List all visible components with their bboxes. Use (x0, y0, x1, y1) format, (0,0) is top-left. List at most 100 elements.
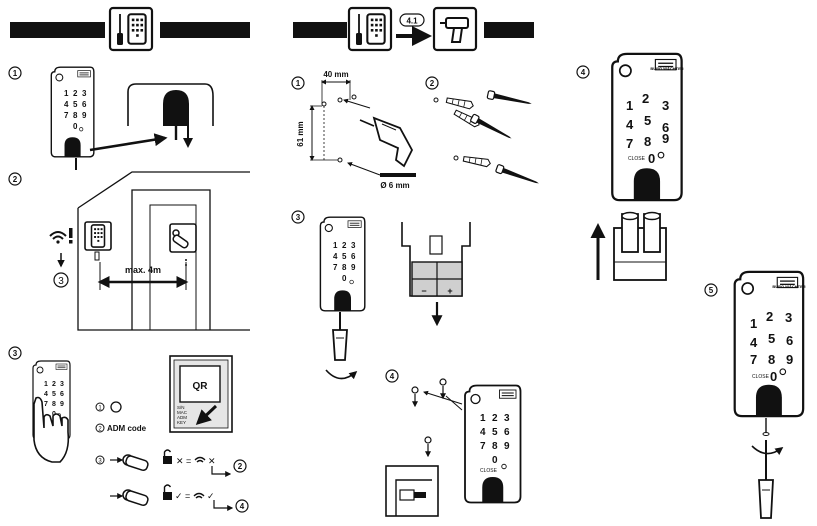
left-step-2: 2 3 max. 4m (8, 171, 250, 331)
header-middle: 4.1 (293, 6, 534, 52)
card-line: KEY (177, 420, 186, 425)
keypad-digit: 7 (480, 441, 486, 452)
keypad-digit: 6 (662, 120, 669, 135)
keypad-digit: 2 (52, 381, 56, 388)
keypad-digit: 1 (750, 316, 757, 331)
keypad-icon (127, 13, 147, 45)
height-label: 61 mm (296, 121, 305, 146)
keypad-digit: 9 (351, 263, 356, 272)
detail-inset (385, 465, 439, 517)
plus-icon: + (447, 286, 452, 296)
mid-step-2: 2 (425, 76, 542, 188)
step-number: 5 (709, 286, 714, 295)
keypad-icon (90, 223, 106, 249)
step-number: 3 (296, 213, 301, 222)
header-bar-left-2 (160, 22, 250, 38)
keypad-digit: 4 (480, 427, 486, 438)
keypad-digit: 7 (44, 401, 48, 408)
keypad-digit: 5 (342, 252, 347, 261)
keypad-digit: 3 (785, 310, 792, 325)
keypad-digit: 6 (786, 333, 793, 348)
step-ref: 2 (238, 462, 243, 471)
list-number: 3 (98, 459, 102, 465)
keypad-digit: 8 (768, 352, 775, 367)
step-number: 1 (13, 69, 18, 78)
keypad-digit: 0 (342, 274, 347, 283)
check-icon: ✓ = (175, 491, 190, 501)
lock-icon (172, 229, 189, 249)
cross-icon: ✕ (208, 456, 216, 466)
keypad-digit: 3 (82, 89, 87, 98)
keypad-digit: 5 (768, 331, 775, 346)
right-step-4: 4 BURG WÄCHTER 1 2 3 4 5 6 7 8 9 0 CLOSE (576, 52, 684, 281)
keypad-digit: 8 (342, 263, 347, 272)
step-number: 4 (581, 68, 586, 77)
screw-icon (486, 89, 534, 109)
keypad-digit: 6 (351, 252, 356, 261)
mid-step-1: 1 40 mm 61 mm Ø 6 mm (291, 70, 416, 190)
keypad-digit: 2 (342, 241, 347, 250)
wall-corner (77, 171, 250, 331)
left-step-1: 1 1 2 3 4 5 6 7 8 9 0 (8, 66, 214, 170)
step-ref: 4 (240, 502, 245, 511)
header-bar-mid-right (484, 22, 534, 38)
keypad-digit: 6 (82, 100, 87, 109)
mounting-plate (613, 211, 667, 281)
close-label: CLOSE (480, 468, 498, 474)
key-insert-icon (110, 454, 149, 472)
wifi-icon (193, 492, 205, 499)
close-label: CLOSE (752, 374, 770, 380)
card-line: ADM (177, 415, 187, 420)
warning-icon (69, 228, 73, 238)
keypad-digit: 1 (333, 241, 338, 250)
keypad-digit: 7 (750, 352, 757, 367)
step-number: 4 (390, 372, 395, 381)
qr-label: QR (193, 381, 209, 392)
left-step-3: 3 1 2 3 4 5 6 7 8 9 0 QR S/N MAC ADM KEY (8, 346, 249, 513)
drill-icon (440, 17, 469, 43)
section-ref: 4.1 (406, 17, 418, 26)
brand-label: BURG WÄCHTER (772, 284, 805, 289)
card-line: MAC (177, 410, 188, 415)
brand-label: BURG WÄCHTER (650, 66, 683, 71)
screw-icon (494, 163, 542, 188)
keypad-digit: 4 (750, 335, 758, 350)
step-number: 2 (430, 79, 435, 88)
keypad-digit: 2 (492, 413, 498, 424)
keypad-digit: 5 (644, 113, 651, 128)
dowel-icon (462, 154, 492, 168)
list-number: 2 (98, 427, 102, 433)
keypad-digit: 0 (648, 151, 655, 166)
drill-icon (359, 116, 414, 168)
keypad-digit: 9 (82, 111, 87, 120)
step-number: 3 (13, 349, 18, 358)
keypad-digit: 0 (492, 455, 498, 466)
distance-label: max. 4m (125, 265, 161, 275)
width-label: 40 mm (323, 70, 348, 79)
key-insert-icon (110, 489, 149, 507)
power-button-icon (110, 401, 122, 413)
keypad-digit: 1 (64, 89, 69, 98)
minus-icon: − (421, 286, 426, 296)
check-icon: ✓ (207, 491, 215, 501)
arrow-icon (89, 133, 168, 152)
keypad-digit: 3 (662, 98, 669, 113)
keypad-digit: 8 (492, 441, 498, 452)
drill-bit-icon (380, 173, 416, 177)
keypad-digit: 8 (73, 111, 78, 120)
keypad-digit: 9 (662, 131, 669, 146)
keypad-digit: 3 (504, 413, 510, 424)
wifi-icon (49, 231, 67, 244)
keypad-digit: 0 (770, 369, 777, 384)
header-left (10, 6, 250, 52)
list-number: 1 (98, 406, 102, 412)
keypad-digit: 9 (786, 352, 793, 367)
keypad-digit: 2 (766, 309, 773, 324)
card-line: S/N (177, 405, 185, 410)
close-label: CLOSE (628, 156, 646, 162)
cross-icon: ✕ = (176, 456, 191, 466)
screw-icon (469, 113, 515, 143)
keypad-digit: 4 (626, 117, 634, 132)
step-number: 1 (296, 79, 301, 88)
section-badge (399, 13, 425, 27)
